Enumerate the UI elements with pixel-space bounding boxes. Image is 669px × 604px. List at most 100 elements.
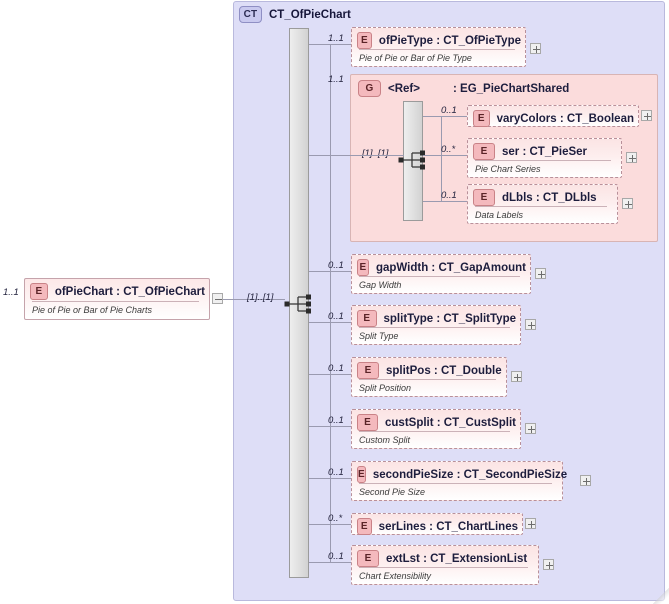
element-separator (359, 49, 515, 50)
element-box-serlines[interactable]: E serLines : CT_ChartLines (351, 513, 523, 535)
connector-varycolors (423, 116, 467, 117)
root-element-row: E ofPieChart : CT_OfPieChart (30, 283, 205, 300)
connector-dlbls (423, 201, 467, 202)
element-description-extlst: Chart Extensibility (359, 571, 432, 581)
element-separator (359, 483, 552, 484)
expand-toggle-extlst[interactable] (543, 559, 554, 570)
complextype-title: CT_OfPieChart (269, 8, 351, 21)
occurrence-ser: 0..* (441, 144, 456, 155)
expand-toggle-gapwidth[interactable] (535, 268, 546, 279)
element-row-custsplit: E custSplit : CT_CustSplit (357, 414, 516, 431)
occurrence-gapwidth: 0..1 (328, 260, 344, 271)
element-separator (359, 431, 510, 432)
occurrence-secondpiesize: 0..1 (328, 467, 344, 478)
root-element-description: Pie of Pie or Bar of Pie Charts (32, 305, 153, 315)
connector-spine (330, 44, 331, 562)
connector-group-in (350, 155, 404, 156)
connector-ser (423, 155, 467, 156)
root-element-collapse-toggle[interactable] (212, 293, 223, 304)
occurrence-ofpietype: 1..1 (328, 33, 344, 44)
element-separator (475, 206, 607, 207)
connector-extlst (309, 562, 351, 563)
element-box-varycolors[interactable]: E varyColors : CT_Boolean (467, 105, 639, 127)
page-corner-shadow (653, 588, 669, 604)
occurrence-extlst: 0..1 (328, 551, 344, 562)
element-row-serlines: E serLines : CT_ChartLines (357, 518, 518, 535)
element-name-splitpos: splitPos : CT_Double (386, 364, 502, 377)
connector-splittype (309, 322, 351, 323)
element-name-gapwidth: gapWidth : CT_GapAmount (375, 261, 526, 274)
element-separator (359, 567, 528, 568)
element-row-splitpos: E splitPos : CT_Double (357, 362, 502, 379)
expand-toggle-splitpos[interactable] (511, 371, 522, 382)
element-badge-icon: E (473, 189, 495, 206)
element-description-splitpos: Split Position (359, 383, 412, 393)
complextype-badge-icon: CT (239, 6, 262, 23)
element-badge-icon: E (30, 283, 48, 300)
sequence-compositor-icon[interactable] (284, 293, 314, 315)
element-row-ofpietype: E ofPieType : CT_OfPieType (357, 32, 521, 49)
connector-custsplit (309, 426, 351, 427)
element-badge-icon: E (357, 259, 369, 276)
element-badge-icon: E (357, 550, 379, 567)
element-badge-icon: E (357, 310, 377, 327)
element-separator (475, 160, 611, 161)
element-separator (359, 379, 496, 380)
expand-toggle-ser[interactable] (626, 152, 637, 163)
element-badge-icon: E (357, 518, 372, 535)
occurrence-group: 1..1 (328, 74, 344, 85)
group-ref-label: <Ref> (388, 82, 420, 95)
element-row-ser: E ser : CT_PieSer (473, 143, 617, 160)
element-name-ofpietype: ofPieType : CT_OfPieType (378, 34, 521, 47)
element-box-dlbls[interactable]: E dLbls : CT_DLbls Data Labels (467, 184, 618, 224)
element-row-splittype: E splitType : CT_SplitType (357, 310, 516, 327)
element-name-splittype: splitType : CT_SplitType (383, 312, 516, 325)
occurrence-custsplit: 0..1 (328, 415, 344, 426)
expand-toggle-splittype[interactable] (525, 319, 536, 330)
group-header: G <Ref> : EG_PieChartShared (358, 80, 648, 97)
element-box-ser[interactable]: E ser : CT_PieSer Pie Chart Series (467, 138, 622, 178)
element-name-serlines: serLines : CT_ChartLines (378, 520, 518, 533)
expand-toggle-varycolors[interactable] (641, 110, 652, 121)
element-name-custsplit: custSplit : CT_CustSplit (385, 416, 516, 429)
element-box-ofpietype[interactable]: E ofPieType : CT_OfPieType Pie of Pie or… (351, 27, 526, 67)
connector-group-spine (441, 116, 442, 201)
element-box-splitpos[interactable]: E splitPos : CT_Double Split Position (351, 357, 507, 397)
sequence-compositor-icon[interactable] (398, 149, 428, 171)
connector-ofpietype (309, 44, 351, 45)
expand-toggle-dlbls[interactable] (622, 198, 633, 209)
occurrence-dlbls: 0..1 (441, 190, 457, 201)
element-description-splittype: Split Type (359, 331, 399, 341)
root-element-name: ofPieChart : CT_OfPieChart (54, 285, 205, 298)
group-name: : EG_PieChartShared (453, 82, 570, 95)
element-box-custsplit[interactable]: E custSplit : CT_CustSplit Custom Split (351, 409, 521, 449)
root-element-box[interactable]: E ofPieChart : CT_OfPieChart Pie of Pie … (24, 278, 210, 320)
element-name-dlbls: dLbls : CT_DLbls (502, 191, 597, 204)
root-element-separator (32, 301, 199, 302)
element-badge-icon: E (473, 110, 490, 127)
expand-toggle-ofpietype[interactable] (530, 43, 541, 54)
element-row-gapwidth: E gapWidth : CT_GapAmount (357, 259, 526, 276)
connector-group (309, 155, 351, 156)
element-badge-icon: E (357, 32, 372, 49)
element-box-gapwidth[interactable]: E gapWidth : CT_GapAmount Gap Width (351, 254, 531, 294)
occurrence-splitpos: 0..1 (328, 363, 344, 374)
element-description-gapwidth: Gap Width (359, 280, 402, 290)
element-row-secondpiesize: E secondPieSize : CT_SecondPieSize (357, 466, 567, 483)
element-description-custsplit: Custom Split (359, 435, 411, 445)
element-name-extlst: extLst : CT_ExtensionList (386, 552, 528, 565)
element-row-dlbls: E dLbls : CT_DLbls (473, 189, 613, 206)
group-sequence-occurrence: [1]..[1] (362, 148, 389, 159)
element-badge-icon: E (357, 466, 366, 483)
element-description-dlbls: Data Labels (475, 210, 524, 220)
element-box-extlst[interactable]: E extLst : CT_ExtensionList Chart Extens… (351, 545, 539, 585)
connector-gapwidth (309, 271, 351, 272)
connector-secondpiesize (309, 478, 351, 479)
expand-toggle-serlines[interactable] (525, 518, 536, 529)
element-row-extlst: E extLst : CT_ExtensionList (357, 550, 534, 567)
element-description-secondpiesize: Second Pie Size (359, 487, 426, 497)
expand-toggle-secondpiesize[interactable] (580, 475, 591, 486)
element-box-secondpiesize[interactable]: E secondPieSize : CT_SecondPieSize Secon… (351, 461, 567, 501)
expand-toggle-custsplit[interactable] (525, 423, 536, 434)
element-box-splittype[interactable]: E splitType : CT_SplitType Split Type (351, 305, 521, 345)
